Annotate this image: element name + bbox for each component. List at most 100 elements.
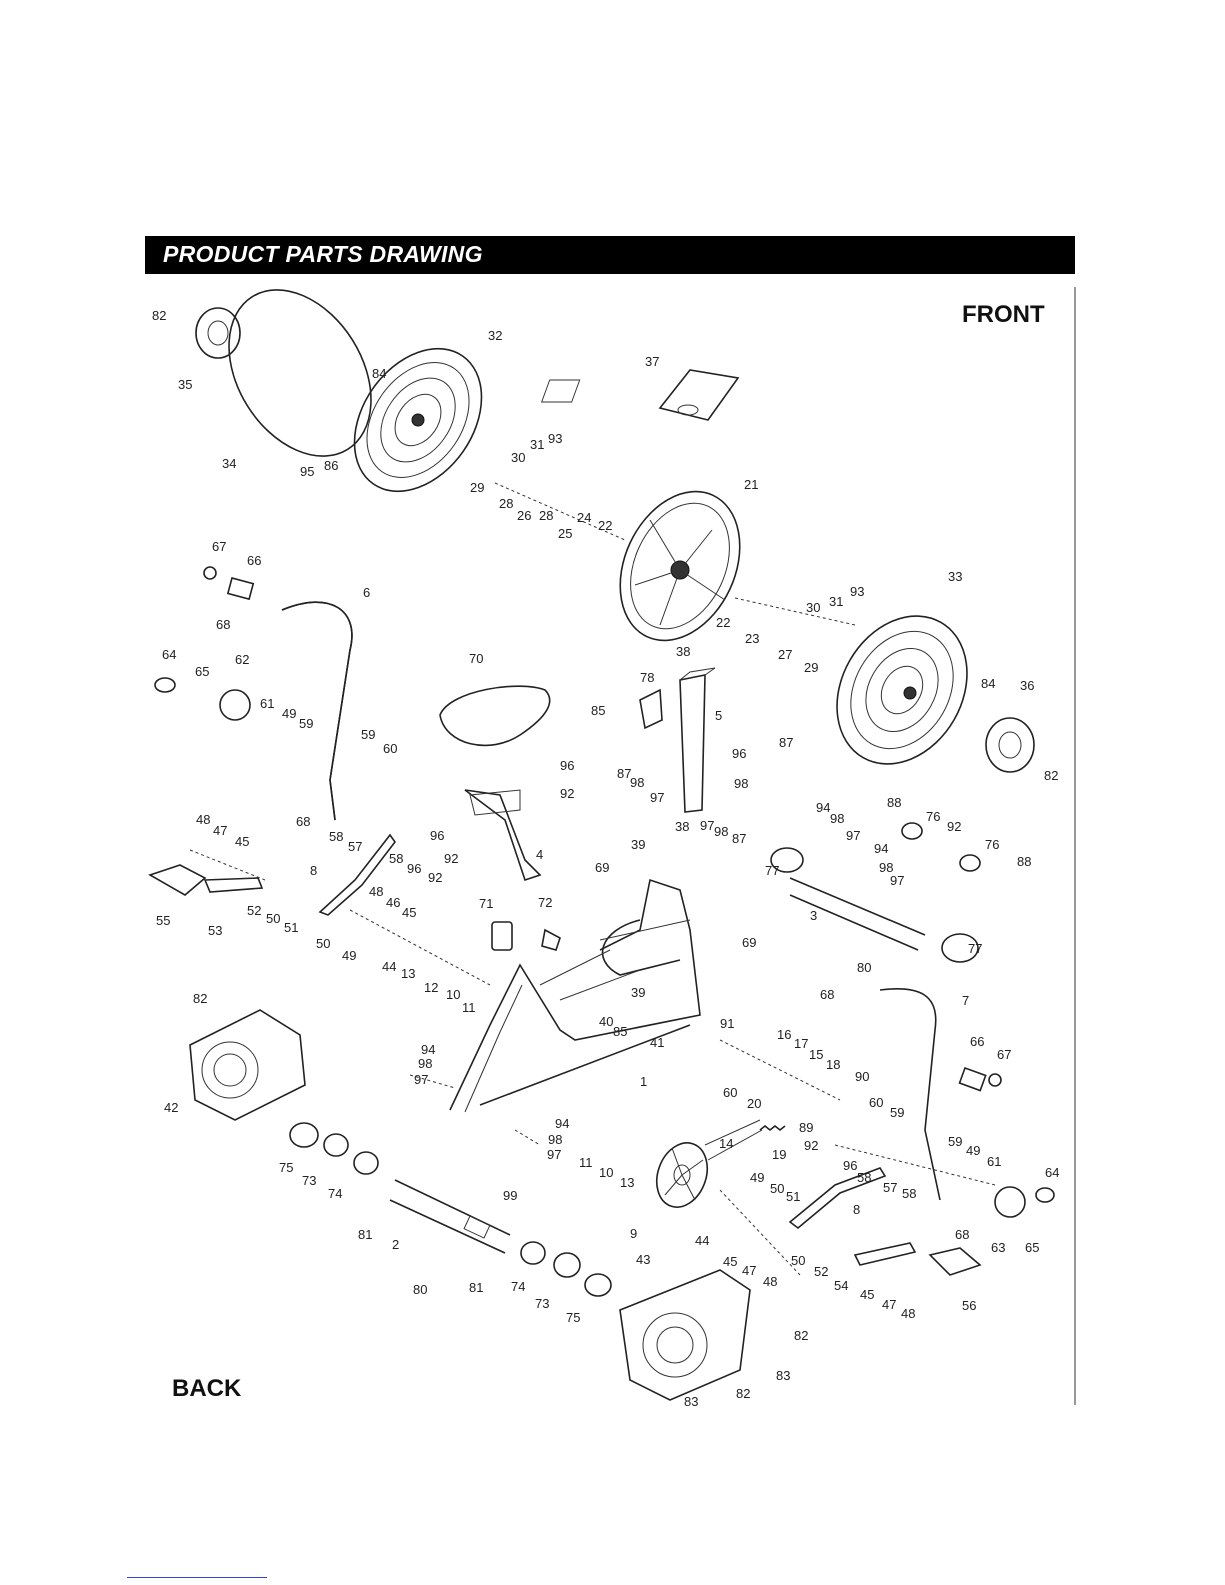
callout-number: 60: [723, 1085, 737, 1100]
callout-number: 42: [164, 1100, 178, 1115]
callout-number: 28: [539, 508, 553, 523]
bracket-78: [639, 688, 663, 730]
callout-number: 6: [363, 585, 370, 600]
callout-number: 73: [302, 1173, 316, 1188]
callout-number: 14: [719, 1136, 733, 1151]
end-cap-36: [985, 717, 1035, 773]
callout-number: 10: [599, 1165, 613, 1180]
callout-number: 49: [282, 706, 296, 721]
callout-number: 72: [538, 895, 552, 910]
callout-number: 68: [216, 617, 230, 632]
callout-number: 35: [178, 377, 192, 392]
callout-number: 67: [212, 539, 226, 554]
callout-number: 76: [985, 837, 999, 852]
callout-number: 4: [536, 847, 543, 862]
callout-number: 2: [392, 1237, 399, 1252]
callout-number: 92: [444, 851, 458, 866]
callout-number: 17: [794, 1036, 808, 1051]
callout-number: 48: [901, 1306, 915, 1321]
callout-number: 47: [882, 1297, 896, 1312]
callout-number: 81: [358, 1227, 372, 1242]
callout-number: 39: [631, 985, 645, 1000]
callout-number: 1: [640, 1074, 647, 1089]
callout-number: 98: [418, 1056, 432, 1071]
callout-number: 74: [511, 1279, 525, 1294]
callout-number: 59: [890, 1105, 904, 1120]
fan-guard-33: [836, 615, 968, 765]
callout-number: 38: [675, 819, 689, 834]
cap-74-left: [353, 1151, 379, 1175]
callout-number: 22: [716, 615, 730, 630]
cap-74-right: [520, 1241, 546, 1265]
callout-number: 95: [300, 464, 314, 479]
cap-75-right: [584, 1273, 612, 1297]
callout-number: 55: [156, 913, 170, 928]
callout-number: 84: [981, 676, 995, 691]
callout-number: 97: [890, 873, 904, 888]
callout-number: 74: [328, 1186, 342, 1201]
shroud-43: [619, 1269, 751, 1401]
callout-number: 58: [857, 1170, 871, 1185]
callout-number: 11: [579, 1155, 593, 1170]
main-frame-1: [449, 878, 701, 1113]
callout-number: 62: [235, 652, 249, 667]
callout-number: 84: [372, 366, 386, 381]
callout-number: 59: [361, 727, 375, 742]
pedal-grip-62: [219, 689, 251, 721]
callout-number: 87: [732, 831, 746, 846]
callout-number: 10: [446, 987, 460, 1002]
callout-number: 45: [723, 1254, 737, 1269]
callout-number: 39: [631, 837, 645, 852]
end-cap-35: [195, 307, 241, 359]
callout-number: 92: [560, 786, 574, 801]
callout-number: 48: [196, 812, 210, 827]
link-arm-8-right: [788, 1167, 887, 1230]
callout-number: 83: [776, 1368, 790, 1383]
callout-number: 96: [407, 861, 421, 876]
callout-number: 23: [745, 631, 759, 646]
callout-number: 54: [834, 1278, 848, 1293]
callout-number: 93: [548, 431, 562, 446]
callout-number: 30: [806, 600, 820, 615]
callout-number: 52: [247, 903, 261, 918]
pedal-55: [148, 864, 207, 896]
callout-number: 97: [700, 818, 714, 833]
callout-number: 50: [316, 936, 330, 951]
callout-number: 69: [595, 860, 609, 875]
callout-number: 18: [826, 1057, 840, 1072]
front-label: FRONT: [962, 301, 1045, 328]
callout-number: 40: [599, 1014, 613, 1029]
belt-14: [704, 1119, 763, 1161]
callout-number: 81: [469, 1280, 483, 1295]
cap-75-left: [289, 1122, 319, 1148]
callout-number: 31: [530, 437, 544, 452]
callout-number: 28: [499, 496, 513, 511]
callout-number: 9: [630, 1226, 637, 1241]
callout-number: 77: [765, 863, 779, 878]
callout-number: 47: [213, 823, 227, 838]
callout-number: 80: [413, 1282, 427, 1297]
callout-number: 59: [299, 716, 313, 731]
callout-number: 30: [511, 450, 525, 465]
callout-number: 97: [547, 1147, 561, 1162]
callout-number: 64: [162, 647, 176, 662]
callout-number: 53: [208, 923, 222, 938]
callout-number: 15: [809, 1047, 823, 1062]
callout-number: 50: [770, 1181, 784, 1196]
callout-number: 85: [613, 1024, 627, 1039]
callout-number: 8: [853, 1202, 860, 1217]
stabilizer-3: [770, 847, 979, 963]
callout-number: 41: [650, 1035, 664, 1050]
callout-number: 77: [968, 941, 982, 956]
callout-number: 27: [778, 647, 792, 662]
callout-number: 82: [1044, 768, 1058, 783]
console-37: [541, 369, 740, 421]
callout-number: 50: [791, 1253, 805, 1268]
callout-number: 49: [342, 948, 356, 963]
roller-76a: [901, 822, 923, 840]
callout-number: 45: [402, 905, 416, 920]
callout-number: 57: [348, 839, 362, 854]
roller-76b: [959, 854, 981, 872]
callout-number: 47: [742, 1263, 756, 1278]
